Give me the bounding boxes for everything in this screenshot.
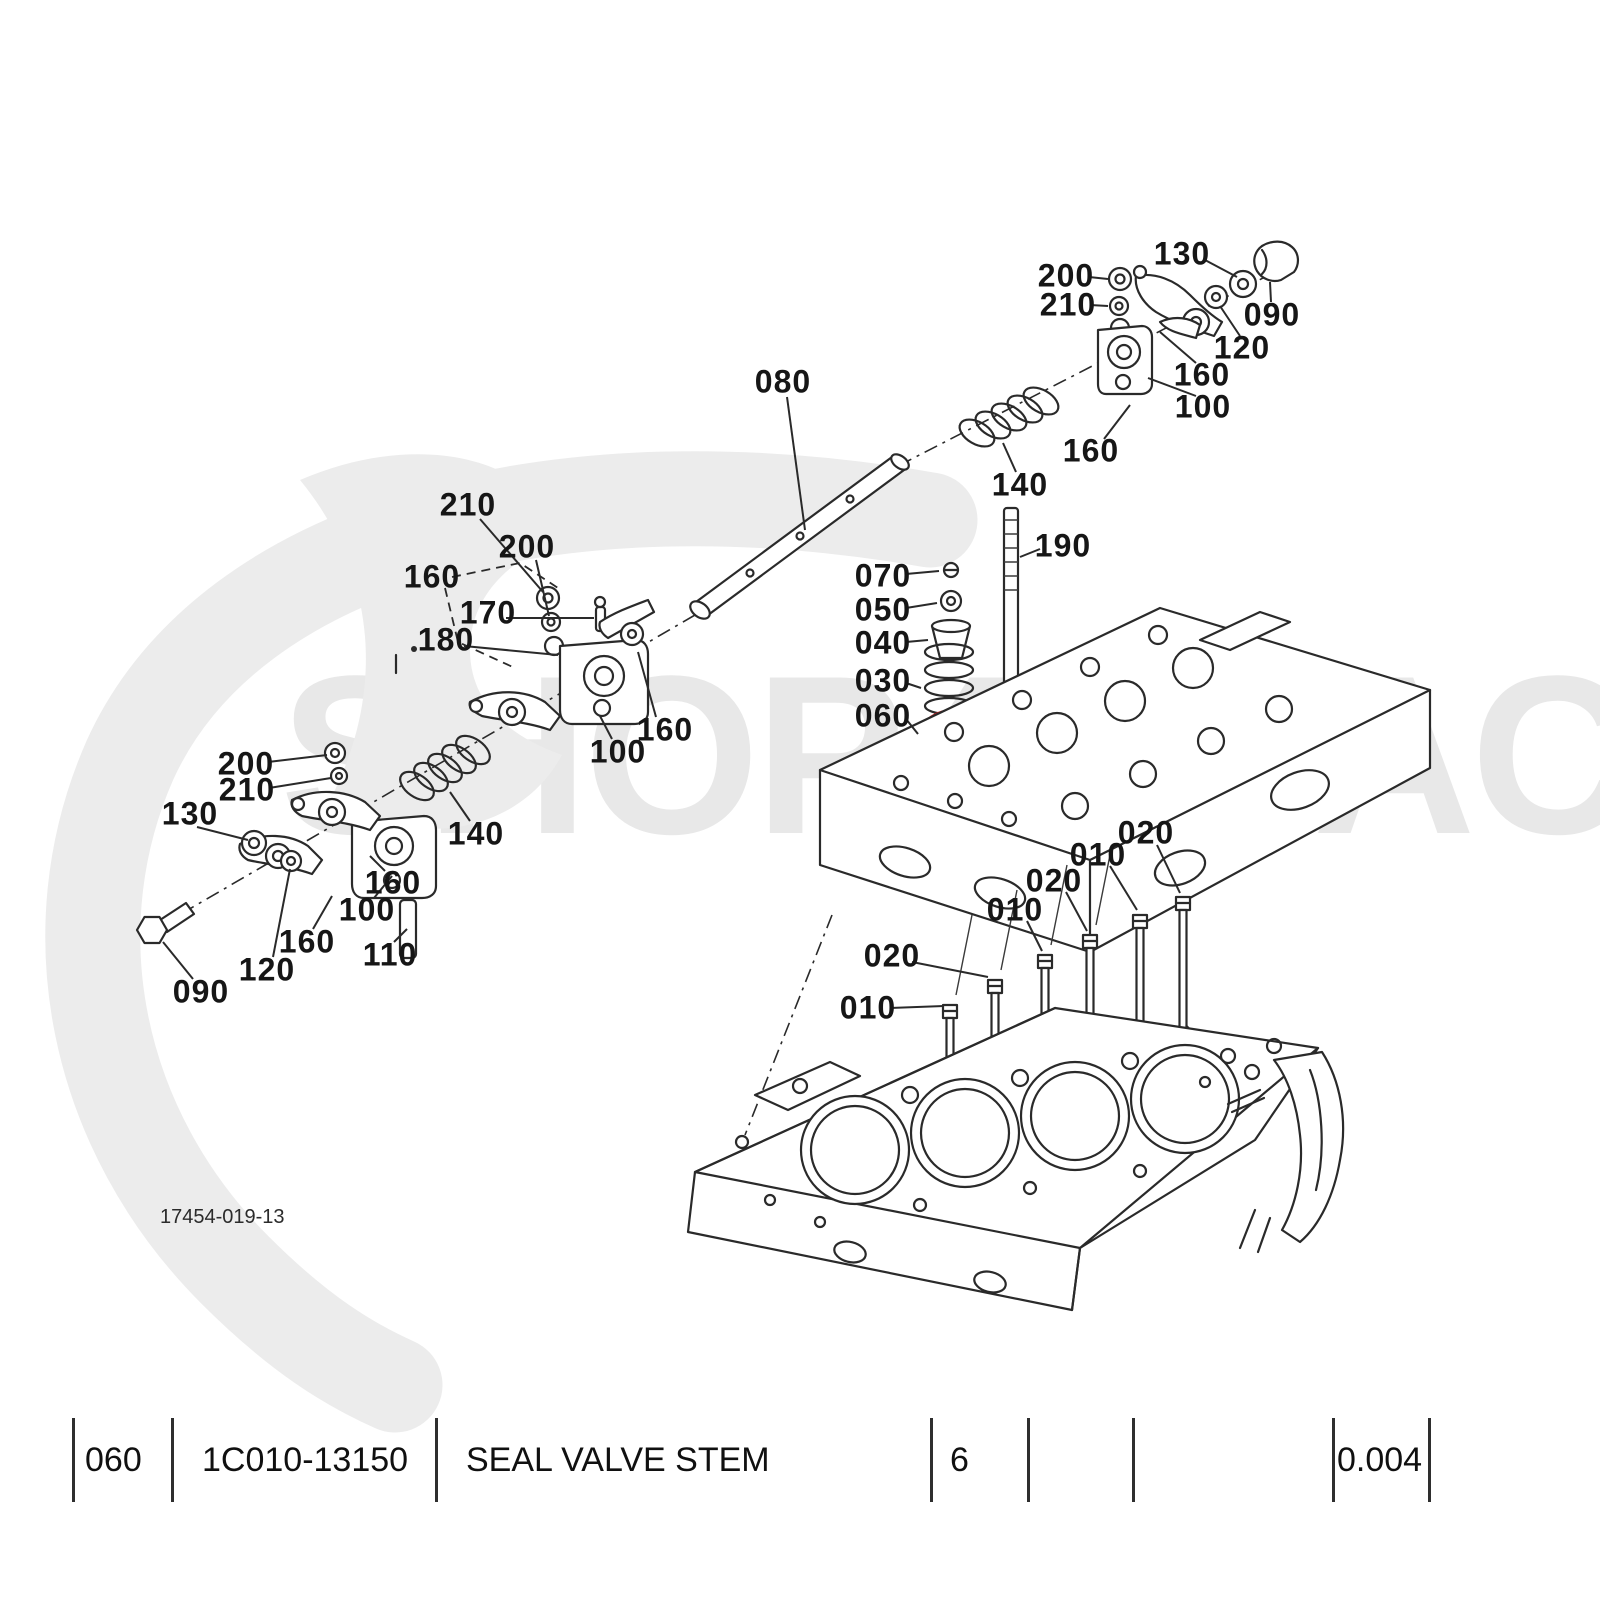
rocker-assembly-middle <box>394 562 656 732</box>
table-cell-description: SEAL VALVE STEM <box>466 1441 770 1479</box>
leader-line <box>905 682 922 689</box>
leader-line <box>599 715 613 740</box>
leader-line <box>905 718 919 735</box>
table-cell-ref-no: 060 <box>85 1441 142 1479</box>
table-divider <box>435 1418 438 1502</box>
table-divider <box>72 1418 75 1502</box>
leader-line <box>312 895 333 930</box>
table-divider <box>1428 1418 1431 1502</box>
table-divider <box>1132 1418 1135 1502</box>
leader-line <box>905 570 940 575</box>
leader-line <box>911 961 989 978</box>
table-divider <box>930 1418 933 1502</box>
valve-spring-left <box>399 734 491 802</box>
drawing-number: 17454-019-13 <box>160 1206 285 1228</box>
leader-line <box>1089 304 1109 307</box>
leader-line <box>1269 281 1272 303</box>
leader-line <box>1088 276 1109 280</box>
cylinder-block <box>686 1006 1345 1312</box>
leader-line <box>889 1005 945 1009</box>
rocker-assembly-left <box>135 734 491 960</box>
leader-line <box>373 875 393 899</box>
assembly-axis-lines <box>149 259 1299 1136</box>
table-divider <box>171 1418 174 1502</box>
leader-line <box>1065 891 1088 932</box>
table-divider <box>1027 1418 1030 1502</box>
watermark-swoosh-icon <box>45 451 978 1433</box>
leader-line <box>463 645 559 656</box>
leader-line <box>196 826 249 841</box>
leader-line <box>1219 305 1241 337</box>
leader-line <box>637 651 657 718</box>
leader-line <box>272 868 291 958</box>
leader-line <box>905 602 938 609</box>
valve-spring-right <box>958 386 1060 448</box>
leader-line <box>1109 865 1138 911</box>
leader-line <box>369 855 386 872</box>
leader-line <box>267 754 328 763</box>
table-cell-quantity: 6 <box>950 1441 969 1479</box>
leader-line <box>1019 548 1041 558</box>
leader-line <box>449 791 471 822</box>
leader-line <box>1002 442 1017 473</box>
table-cell-weight: 0.004 <box>1337 1441 1423 1479</box>
table-cell-part-number: 1C010-13150 <box>202 1441 409 1479</box>
leader-line <box>905 639 929 643</box>
leader-line <box>268 777 332 789</box>
leader-line <box>1026 920 1043 952</box>
leader-lines <box>162 259 1272 1009</box>
leader-line <box>1156 844 1181 894</box>
leader-line <box>786 396 806 531</box>
table-divider <box>1332 1418 1335 1502</box>
leader-line <box>1103 404 1131 440</box>
leader-line <box>393 928 408 943</box>
leader-line <box>479 518 544 593</box>
rocker-assembly-right <box>958 240 1299 448</box>
leader-line <box>1147 377 1197 397</box>
leader-line <box>162 941 194 980</box>
leader-line <box>535 559 550 617</box>
cylinder-head <box>818 606 1432 954</box>
leader-line <box>1159 331 1197 364</box>
leader-line <box>1204 259 1238 278</box>
rocker-shaft <box>689 453 910 620</box>
